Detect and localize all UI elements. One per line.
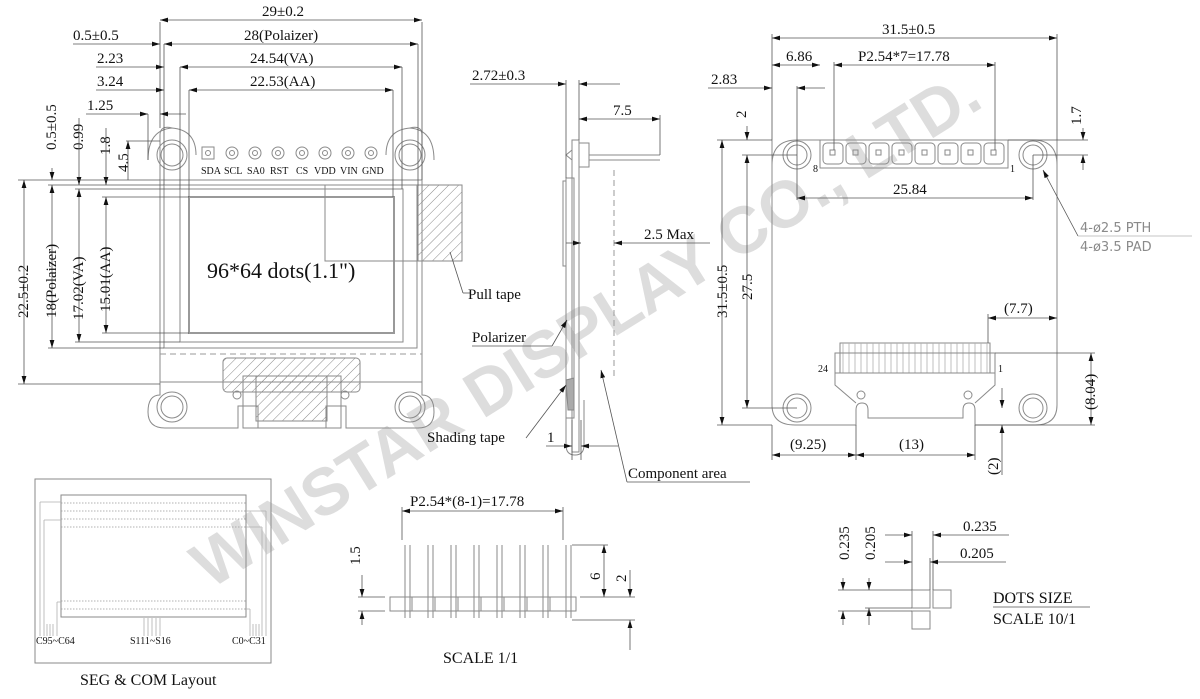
dim-polarizer-height: 18(Polaizer) [44, 244, 60, 318]
back-dim-pin-pitch: P2.54*7=17.78 [858, 49, 950, 65]
hole-note-pth: 4-ø2.5 PTH [1080, 221, 1151, 236]
back-dim-fpc-left: (9.25) [790, 437, 826, 453]
dots-h-0-235: 0.235 [963, 519, 997, 535]
dim-polarizer-width: 28(Polaizer) [244, 28, 318, 44]
seg-com-layout: C95~C64 S111~S16 C0~C31 SEG & COM Layout [34, 478, 272, 689]
mounting-hole-top-left [156, 139, 188, 171]
pin-label-sa0: SA0 [247, 166, 265, 177]
pin-header-detail: P2.54*(8-1)=17.78 1.5 6 2 SCALE 1/1 [348, 494, 635, 667]
dim-offset-0-5: 0.5±0.5 [73, 28, 119, 44]
dots-size-title: DOTS SIZE [993, 590, 1073, 607]
side-view: 2.72±0.3 7.5 2.5 Max Polarizer Shading t… [427, 68, 750, 483]
back-header-pins [822, 142, 1005, 165]
display-resolution-label: 96*64 dots(1.1") [207, 258, 355, 283]
back-dim-fpc-height: (8.04) [1083, 374, 1099, 410]
polarizer-outline [163, 184, 418, 349]
back-view: 8 1 24 1 31.5±0.5 6.86 P2.54*7=17.78 2.8… [708, 22, 1192, 475]
pin-label-sda: SDA [201, 166, 222, 177]
dim-top-0-5: 0.5±0.5 [44, 104, 60, 150]
dots-h-0-205: 0.205 [960, 546, 994, 562]
pull-tape-label: Pull tape [468, 287, 521, 303]
back-dim-fpc-bottom: (2) [986, 458, 1002, 476]
dots-scale-label: SCALE 10/1 [993, 611, 1076, 628]
dim-aa-width: 22.53(AA) [250, 74, 315, 90]
pin-label-rst: RST [270, 166, 288, 177]
back-dim-2-83: 2.83 [711, 72, 737, 88]
back-pin-8-label: 8 [813, 164, 818, 175]
mounting-hole-top-right [394, 139, 426, 171]
mounting-hole-bottom-right [394, 391, 426, 423]
back-header [819, 139, 1009, 169]
fpc-pin-1-label: 1 [998, 364, 1003, 375]
back-dim-hole-vertical: 27.5 [740, 274, 756, 300]
dim-offset-2-23: 2.23 [97, 51, 123, 67]
dim-offset-1-25: 1.25 [87, 98, 113, 114]
front-pin-row [201, 146, 378, 160]
component-area-label: Component area [628, 466, 727, 482]
back-dim-1-7: 1.7 [1069, 106, 1085, 125]
dim-top-4-5: 4.5 [116, 153, 132, 172]
dots-v-0-205: 0.205 [863, 526, 879, 560]
back-dim-6-86: 6.86 [786, 49, 813, 65]
back-dim-fpc-width: (13) [899, 437, 924, 453]
dim-overall-height: 22.5±0.2 [16, 265, 32, 318]
dim-aa-height: 15.01(AA) [98, 247, 114, 312]
dim-pin-length: 7.5 [613, 103, 632, 119]
back-dim-overall-height: 31.5±0.5 [715, 265, 731, 318]
pin-label-vin: VIN [340, 166, 358, 177]
header-dim-6: 6 [588, 572, 604, 580]
pin-label-scl: SCL [224, 166, 242, 177]
dim-thickness: 2.72±0.3 [472, 68, 525, 84]
seg-com-center-label: S111~S16 [130, 636, 171, 647]
back-dim-overall-width: 31.5±0.5 [882, 22, 935, 38]
header-pitch-label: P2.54*(8-1)=17.78 [410, 494, 524, 510]
va-outline [179, 188, 404, 343]
active-area [188, 196, 395, 334]
hole-note-pad: 4-ø3.5 PAD [1080, 240, 1152, 255]
pin-label-gnd: GND [362, 166, 384, 177]
back-dim-fpc-offset: (7.7) [1004, 301, 1033, 317]
dots-size-detail: 0.235 0.205 0.235 0.205 DOTS SIZE SCALE … [837, 519, 1090, 630]
dim-overall-width: 29±0.2 [262, 4, 304, 20]
header-dim-1-5: 1.5 [348, 546, 364, 565]
back-dim-2: 2 [734, 111, 750, 119]
dim-offset-3-24: 3.24 [97, 74, 124, 90]
watermark-text: WINSTAR DISPLAY CO., LTD. [178, 55, 993, 602]
back-dim-hole-spacing: 25.84 [893, 182, 927, 198]
pull-tape-hatch [417, 184, 463, 262]
shading-tape-label: Shading tape [427, 430, 505, 446]
dots-v-0-235: 0.235 [837, 526, 853, 560]
back-pin-1-label: 1 [1010, 164, 1015, 175]
front-view: SDA SCL SA0 RST CS VDD VIN GND 96*64 dot… [16, 4, 521, 429]
fpc-pin-24-label: 24 [818, 364, 828, 375]
header-dim-2: 2 [614, 575, 630, 583]
dim-max-height: 2.5 Max [644, 227, 694, 243]
header-scale-label: SCALE 1/1 [443, 650, 518, 667]
mounting-hole-bottom-left [156, 391, 188, 423]
fpc-pins [842, 343, 988, 373]
pin-label-vdd: VDD [314, 166, 336, 177]
pin-label-cs: CS [296, 166, 308, 177]
seg-com-title: SEG & COM Layout [80, 672, 217, 689]
dim-one: 1 [547, 430, 555, 446]
polarizer-label: Polarizer [472, 330, 526, 346]
back-hole-bottom-right [1018, 393, 1048, 423]
seg-com-right-label: C0~C31 [232, 636, 266, 647]
seg-com-left-label: C95~C64 [36, 636, 75, 647]
dim-va-height: 17.02(VA) [71, 257, 87, 320]
dim-va-width: 24.54(VA) [250, 51, 313, 67]
